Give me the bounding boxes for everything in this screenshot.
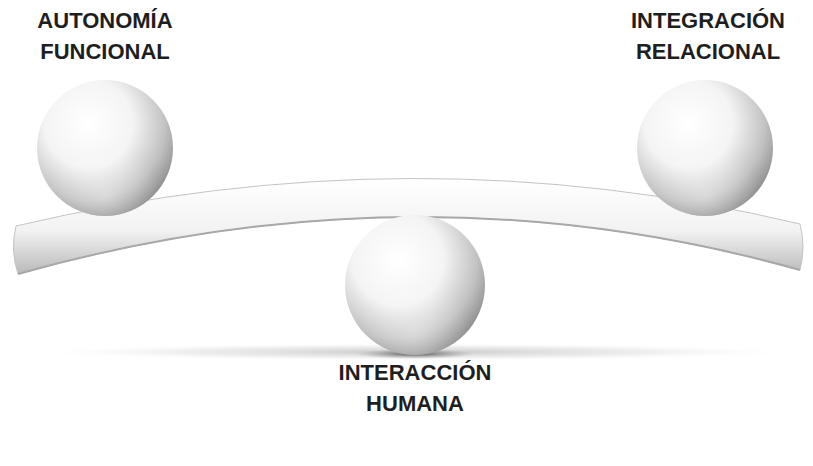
sphere-reflection: [37, 80, 173, 216]
sphere-ball: [341, 211, 489, 359]
sphere-body: [345, 215, 485, 355]
sphere-node: INTERACCIÓN HUMANA: [300, 210, 530, 416]
sphere-node: AUTONOMÍA FUNCIONAL: [8, 6, 202, 216]
node-label: AUTONOMÍA FUNCIONAL: [8, 6, 202, 68]
sphere-node: INTEGRACIÓN RELACIONAL: [610, 6, 806, 216]
sphere-reflection: [637, 80, 773, 216]
node-label: INTEGRACIÓN RELACIONAL: [610, 6, 806, 68]
sphere-reflection: [345, 215, 485, 355]
sphere-ball: [633, 76, 777, 220]
sphere-body: [637, 80, 773, 216]
sphere-body: [37, 80, 173, 216]
node-label: INTERACCIÓN HUMANA: [300, 358, 530, 420]
sphere-ball: [33, 76, 177, 220]
